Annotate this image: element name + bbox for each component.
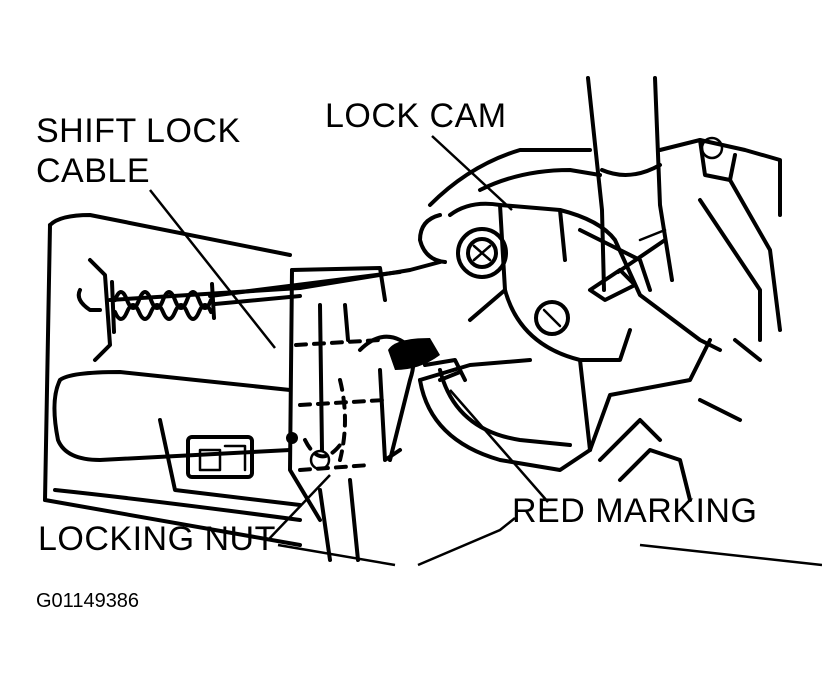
shift-lock-cable	[76, 258, 442, 362]
label-locking-nut: LOCKING NUT	[38, 520, 276, 558]
housing-window	[186, 435, 254, 479]
figure-id: G01149386	[36, 590, 140, 612]
label-lock-cam: LOCK CAM	[325, 97, 507, 135]
upper-housing	[428, 148, 667, 292]
leader-red-marking	[449, 389, 549, 503]
label-red-marking: RED MARKING	[512, 492, 758, 530]
locking-nut	[286, 432, 342, 471]
label-shift-lock-cable: SHIFT LOCK CABLE	[36, 111, 241, 191]
shift-lever-bracket	[288, 266, 416, 562]
column-bracket	[658, 136, 782, 342]
leader-lock-cam	[431, 135, 513, 211]
lock-cam	[418, 201, 722, 362]
lower-right-trim	[598, 338, 762, 502]
steering-column	[586, 76, 674, 292]
leader-lines	[149, 135, 822, 567]
leader-shift-lock-cable	[149, 189, 276, 349]
leader-locking-nut	[267, 474, 331, 541]
detent-housing	[388, 338, 712, 472]
label-shift-lock-cable-line1: SHIFT LOCK	[36, 112, 241, 150]
label-shift-lock-cable-line2: CABLE	[36, 152, 150, 190]
lower-housing	[43, 213, 302, 547]
